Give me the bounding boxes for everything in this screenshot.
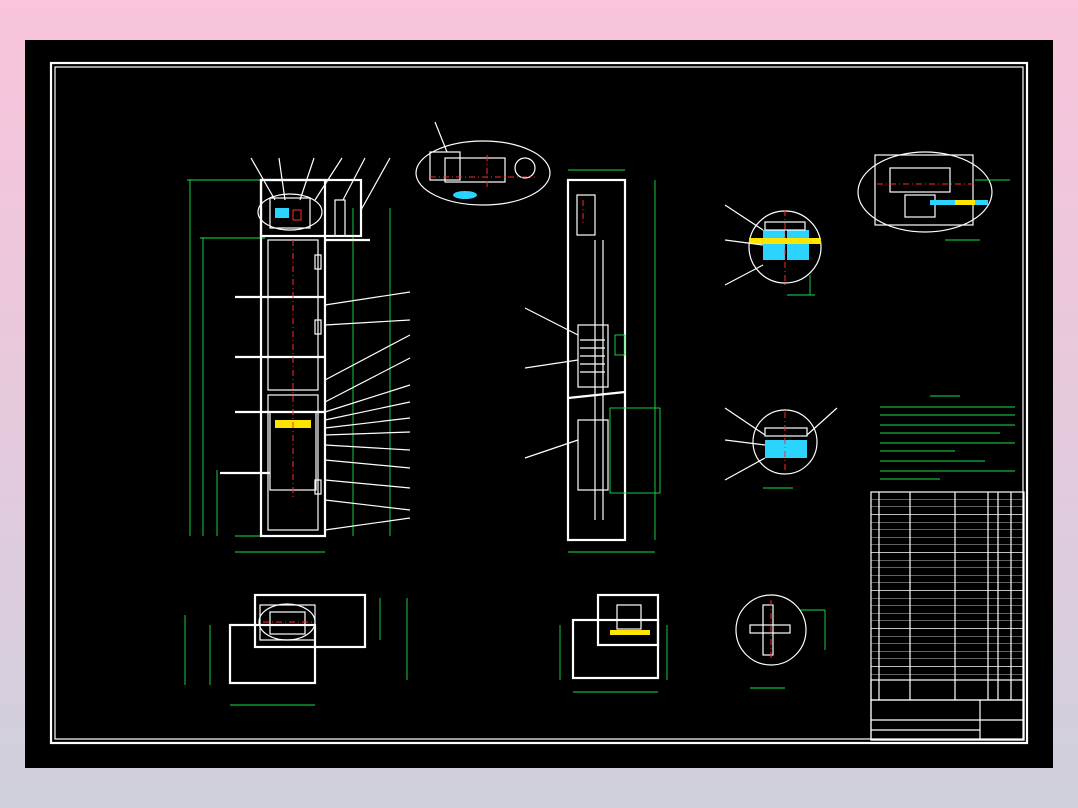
outer-frame [49, 61, 1029, 745]
front-elevation-view [187, 157, 411, 553]
inner-frame [54, 66, 1024, 740]
side-elevation-view [524, 169, 661, 553]
technical-notes [880, 395, 1015, 480]
machine-room-detail [415, 121, 551, 206]
detail-d-view [735, 594, 826, 689]
detail-a-view [724, 204, 822, 296]
parts-list-rows [871, 492, 1024, 680]
car-plan-view [559, 593, 668, 693]
detail-e-view [857, 151, 1010, 241]
detail-b-view [724, 407, 838, 489]
drawing-sheet [25, 40, 1053, 768]
pit-plan-view [184, 593, 408, 706]
cad-drawing [49, 61, 1029, 745]
